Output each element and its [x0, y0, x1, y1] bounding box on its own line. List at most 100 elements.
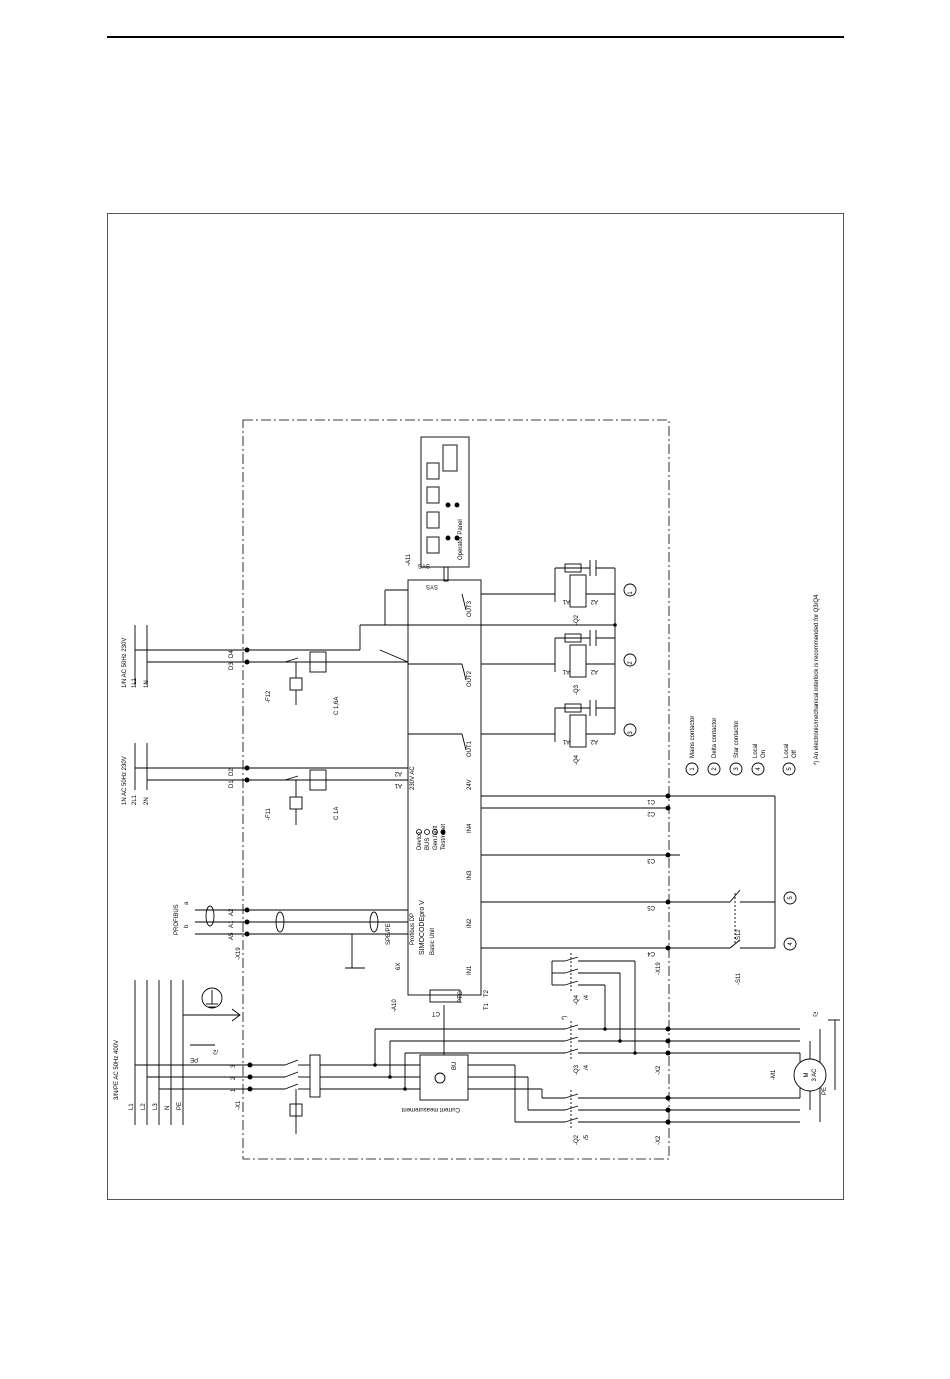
pin-d4: D4 [229, 650, 235, 658]
legend-4-text2: On [761, 750, 767, 758]
pin-c3: C3 [647, 857, 655, 863]
legend-3-text: Star contactor [734, 721, 740, 758]
pe-label: PE [190, 1056, 198, 1062]
switch-s12-label: -S12 [736, 929, 742, 942]
main-line-l1: L1 [129, 1103, 135, 1110]
switch-s12-num: 5 [788, 896, 794, 900]
basic-unit-supply: 230V AC [410, 766, 416, 790]
coil-q4-num: 3 [628, 731, 634, 735]
fuse-f12-label: -F12 [266, 690, 272, 703]
pin-a2: A2 [229, 908, 235, 916]
pin-d1: D1 [229, 780, 235, 788]
output-out3: OUT3 [467, 600, 473, 617]
legend-5-num: 5 [787, 767, 793, 771]
ctrl1-supply-label: 1N AC 50Hz 230V [122, 756, 128, 805]
legend-4-num: 4 [756, 767, 762, 771]
fuse-f12-rating: C 1,6A [334, 697, 340, 715]
basic-unit-t1: T1 [484, 1002, 490, 1010]
ctrl1-line-2l1: 2L1 [132, 794, 138, 805]
basic-unit-sub: Basic Unit [430, 928, 436, 955]
coil-q3-label: -Q3 [574, 684, 580, 695]
ctrl2-supply-label: 1/N AC 50Hz 230V [122, 638, 128, 688]
main-line-pe: PE [177, 1102, 183, 1110]
contactor-q3-sheet: /4 [584, 1064, 590, 1070]
diagram-frame [107, 213, 844, 1200]
header-rule [107, 36, 844, 38]
contactor-q4-sheet: /4 [584, 994, 590, 1000]
legend-1-num: 1 [690, 767, 696, 771]
basic-unit-ptc: PTC [458, 990, 464, 1003]
contactor-q3-label: -Q3 [574, 1064, 580, 1075]
coil-q4-label: -Q4 [574, 754, 580, 765]
main-line-l2: L2 [141, 1103, 147, 1110]
main-supply-label: 3/N/PE AC 50Hz 400V [114, 1040, 120, 1100]
legend-5-text: Local [784, 744, 790, 758]
terminal-x19-label: -X19 [236, 947, 242, 960]
legend-5-text2: Off [792, 750, 798, 758]
fuse-f11-label: -F11 [266, 807, 272, 820]
legend-3-num: 3 [734, 767, 740, 771]
input-24v: 24V [467, 779, 473, 790]
output-out1: OUT1 [467, 740, 473, 757]
ctrl2-line-1l1: 1L1 [132, 677, 138, 688]
terminal-x1-label: -X1 [236, 1100, 242, 1110]
led-test-reset: Test/reset [441, 824, 447, 850]
motor-pe: PE [822, 1087, 828, 1095]
basic-unit-name: SIMOCODEpro V [419, 900, 426, 955]
footnote: *) An electronic/mechanical interlock is… [814, 594, 820, 765]
basic-unit-a2: A2 [394, 770, 402, 776]
input-in4: IN4 [467, 823, 473, 833]
x1-pin-2: 2 [231, 1076, 237, 1080]
basic-unit-profibus: Profibus DP [410, 913, 416, 945]
current-measurement-bu: BU [452, 1062, 458, 1070]
pin-c2: C2 [647, 810, 655, 816]
switch-s11-label: -S11 [736, 972, 742, 985]
pin-d2: D2 [229, 768, 235, 776]
coil-q3-a1: A1 [562, 668, 570, 674]
basic-unit-sys: SYS [426, 583, 438, 589]
basic-unit-id: -A10 [392, 999, 398, 1012]
motor-label: -M1 [771, 1069, 777, 1080]
pin-a5: A5 [229, 932, 235, 940]
fuse-f11-rating: C 1A [334, 807, 340, 820]
coil-q2-a2: A2 [590, 598, 598, 604]
motor-pe-sheet: /2 [812, 1010, 818, 1016]
coil-q2-num: 1 [628, 591, 634, 595]
legend-4-text: Local [753, 744, 759, 758]
output-out2: OUT2 [467, 670, 473, 687]
ctrl1-line-2n: 2N [144, 797, 150, 805]
led-gen-fault: Gen.fault [433, 825, 439, 850]
profibus-label: PROFIBUS [174, 904, 180, 935]
input-in3: IN3 [467, 870, 473, 880]
x1-pin-1: 1 [231, 1088, 237, 1092]
terminal-x19-right-label: -X19 [656, 962, 662, 975]
contactor-q4-label: -Q4 [574, 994, 580, 1005]
x1-pin-3: 3 [231, 1064, 237, 1068]
basic-unit-a1: A1 [394, 782, 402, 788]
contactor-q2-label: -Q2 [574, 1134, 580, 1145]
pin-c4: C4 [647, 950, 655, 956]
coil-q4-a2: A2 [590, 738, 598, 744]
pin-c5: C5 [647, 904, 655, 910]
pe-sheet-ref: /2 [212, 1048, 218, 1054]
coil-q3-num: 2 [628, 661, 634, 665]
pin-d3: D3 [229, 662, 235, 670]
basic-unit-t2: T2 [484, 989, 490, 997]
led-bus: BUS [425, 838, 431, 850]
switch-s11-num: 4 [788, 942, 794, 946]
basic-unit-x: 6X [396, 963, 402, 970]
basic-unit-ct: CT [432, 1010, 440, 1016]
main-line-n: N [165, 1106, 171, 1110]
pin-a1: A1 [229, 920, 235, 928]
cabinet-boundary [242, 419, 670, 1160]
basic-unit-spe: SPE/PE [386, 923, 392, 945]
operator-panel-id: -A11 [406, 553, 412, 566]
coil-q3-a2: A2 [590, 668, 598, 674]
legend-2-text: Delta contactor [712, 718, 718, 758]
ctrl2-line-1n: 1N [144, 680, 150, 688]
terminal-x2-top-label: -X2 [656, 1065, 662, 1075]
legend-2-num: 2 [712, 767, 718, 771]
profibus-b: b [184, 924, 190, 928]
operator-panel-name: Operator Panel [458, 519, 464, 560]
